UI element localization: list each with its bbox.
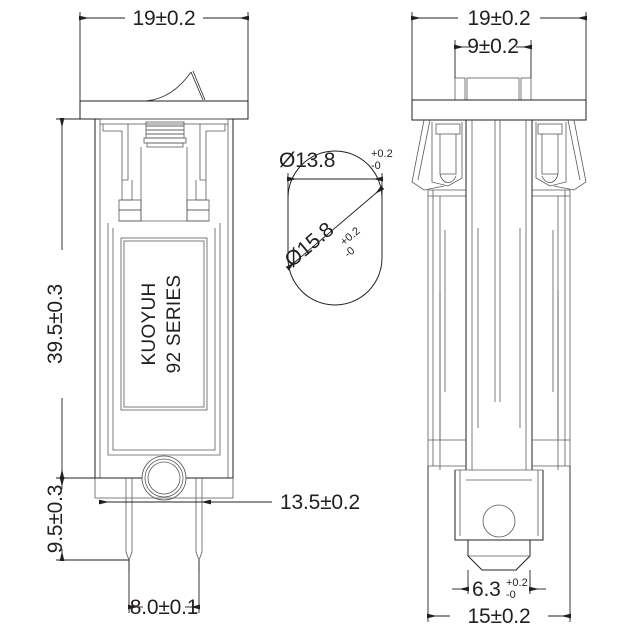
dim-body-height-text: 39.5±0.3 <box>44 284 67 364</box>
front-terminals <box>125 478 203 572</box>
front-base <box>94 478 234 499</box>
dim-side-terminal-width-text: 6.3 <box>472 578 501 601</box>
dim-terminal-length: 9.5±0.3 <box>44 477 129 561</box>
dim-body-width: 13.5±0.2 <box>99 491 360 514</box>
dim-cutout-diagonal: Ø15.8 +0.2 -0 <box>280 185 385 272</box>
product-label-line2: 92 SERIES <box>164 275 185 374</box>
side-terminal-blade <box>468 540 530 570</box>
side-base <box>455 469 543 540</box>
dim-cutout-diagonal-plus: +0.2 <box>338 225 362 248</box>
dim-side-flange-width: 19±0.2 <box>411 7 587 100</box>
dim-cutout-width: Ø13.8 +0.2 -0 <box>279 148 393 198</box>
dim-cutout-diagonal-text: Ø15.8 <box>280 218 338 272</box>
front-reset-button <box>141 455 187 501</box>
dim-terminal-pitch: 8.0±0.1 <box>128 560 200 619</box>
dim-terminal-pitch-text: 8.0±0.1 <box>130 596 199 619</box>
dim-body-width-text: 13.5±0.2 <box>280 491 360 514</box>
side-view <box>411 77 587 570</box>
front-view-dimensions: 19±0.2 39.5±0.3 9.5±0.3 8.0±0.1 <box>44 7 360 619</box>
panel-cutout-detail: Ø13.8 +0.2 -0 Ø15.8 +0.2 -0 <box>279 148 393 305</box>
dim-side-overall-width: 15±0.2 <box>427 466 571 628</box>
dim-side-terminal-width-minus: -0 <box>506 589 516 601</box>
product-label: KUOYUH 92 SERIES <box>139 275 185 374</box>
dim-side-flange-width-text: 19±0.2 <box>468 7 531 30</box>
dim-body-height: 39.5±0.3 <box>44 118 95 479</box>
dim-side-overall-width-text: 15±0.2 <box>468 605 531 628</box>
dim-terminal-length-text: 9.5±0.3 <box>44 485 67 554</box>
dim-cutout-width-plus: +0.2 <box>371 148 393 160</box>
dim-side-neck-width: 9±0.2 <box>454 35 532 78</box>
dim-cutout-width-minus: -0 <box>371 160 381 172</box>
dim-side-terminal-width: 6.3 +0.2 -0 <box>452 570 546 601</box>
front-flange <box>80 101 248 119</box>
dim-side-terminal-width-plus: +0.2 <box>506 577 528 589</box>
front-view: KUOYUH 92 SERIES <box>80 70 248 572</box>
rocker-actuator <box>80 70 248 101</box>
dim-front-width: 19±0.2 <box>79 7 249 101</box>
dim-side-neck-width-text: 9±0.2 <box>467 35 518 58</box>
product-label-line1: KUOYUH <box>139 282 160 365</box>
side-reset-hole <box>482 504 516 538</box>
side-body-walls <box>427 189 571 470</box>
side-view-dimensions: 19±0.2 9±0.2 6.3 +0.2 -0 15±0.2 <box>411 7 587 628</box>
front-upper-mechanism <box>99 118 229 222</box>
side-actuator-assembly <box>411 119 587 191</box>
side-center-column <box>466 120 532 470</box>
side-flange <box>412 100 586 120</box>
dim-front-width-text: 19±0.2 <box>133 7 196 30</box>
side-top-neck <box>454 77 532 101</box>
dim-cutout-width-text: Ø13.8 <box>279 149 335 172</box>
front-body-outline <box>95 119 233 478</box>
